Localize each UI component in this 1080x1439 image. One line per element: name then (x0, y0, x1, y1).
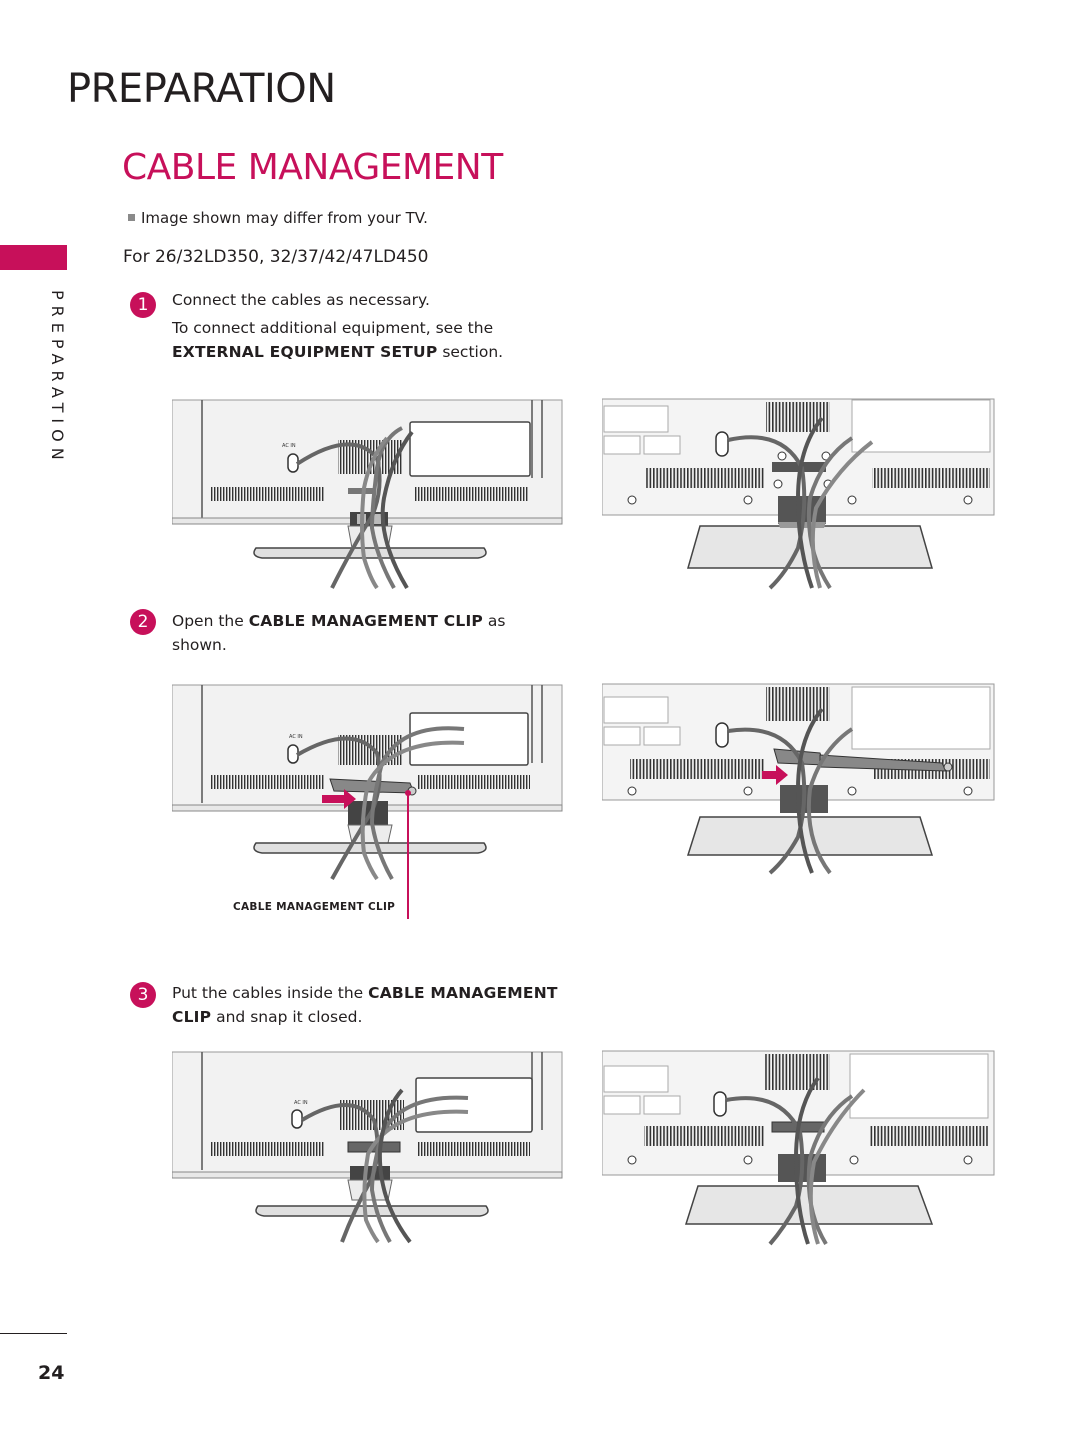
step-3-text: Put the cables inside the CABLE MANAGEME… (172, 981, 558, 1029)
step-2-number: 2 (130, 609, 156, 635)
page-number: 24 (38, 1362, 65, 1384)
step-2-line1: Open the CABLE MANAGEMENT CLIP as (172, 609, 506, 633)
step-2-bold: CABLE MANAGEMENT CLIP (248, 612, 483, 630)
section-title: CABLE MANAGEMENT (122, 147, 503, 188)
side-tab-label: PREPARATION (48, 290, 67, 466)
figure-1-left-tv-rear: AC IN (172, 398, 564, 590)
step-2-post: as (482, 612, 506, 630)
step-1-line3-end: section. (437, 343, 504, 361)
image-note: Image shown may differ from your TV. (128, 209, 428, 227)
ac-in-label-3: AC IN (294, 1100, 308, 1106)
step-3-bold2: CLIP (172, 1008, 212, 1026)
step-3-post: and snap it closed. (211, 1008, 363, 1026)
step-2-line2: shown. (172, 636, 227, 654)
step-2-pre: Open the (172, 612, 249, 630)
cable-management-clip-callout: CABLE MANAGEMENT CLIP (233, 901, 396, 913)
figure-2-left-tv-rear: AC IN (172, 683, 564, 923)
image-note-text: Image shown may differ from your TV. (141, 209, 428, 227)
figure-3-right-tv-rear (602, 1050, 996, 1246)
bullet-square-icon (128, 214, 135, 221)
step-3-bold1: CABLE MANAGEMENT (368, 984, 558, 1002)
step-2-text: Open the CABLE MANAGEMENT CLIP as shown. (172, 609, 506, 657)
ac-in-label: AC IN (282, 443, 296, 449)
model-heading: For 26/32LD350, 32/37/42/47LD450 (123, 247, 429, 267)
step-3-line1: Put the cables inside the CABLE MANAGEME… (172, 981, 558, 1005)
step-3-number: 3 (130, 982, 156, 1008)
step-3-line2: CLIP and snap it closed. (172, 1005, 558, 1029)
side-tab-marker (0, 245, 67, 270)
step-1-line1: Connect the cables as necessary. (172, 291, 430, 309)
step-1-bold: EXTERNAL EQUIPMENT SETUP (172, 343, 438, 361)
figure-2-right-tv-rear (602, 683, 996, 875)
figure-3-left-tv-rear: AC IN (172, 1050, 564, 1246)
page-header-title: PREPARATION (67, 66, 336, 112)
figure-1-right-tv-rear (602, 398, 996, 590)
ac-in-label-2: AC IN (289, 734, 303, 740)
step-1-number: 1 (130, 292, 156, 318)
step-1-line2: To connect additional equipment, see the (172, 319, 494, 337)
step-3-pre: Put the cables inside the (172, 984, 369, 1002)
footer-divider (0, 1333, 67, 1334)
step-1-text: Connect the cables as necessary. To conn… (172, 288, 503, 364)
step-1-line3: EXTERNAL EQUIPMENT SETUP section. (172, 340, 503, 364)
